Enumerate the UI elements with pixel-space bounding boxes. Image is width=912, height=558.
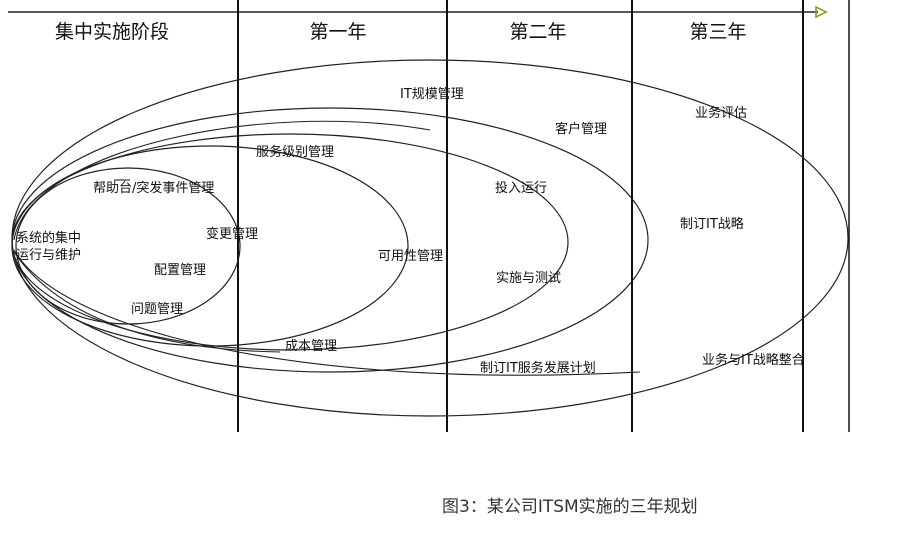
node-test: 实施与测试	[496, 271, 561, 286]
node-service-plan: 制订IT服务发展计划	[480, 360, 596, 376]
node-it-scale: IT规模管理	[400, 87, 464, 102]
phase-header-centralized: 集中实施阶段	[55, 21, 169, 43]
phase-header-year-3: 第三年	[689, 21, 746, 43]
node-problem: 问题管理	[131, 302, 183, 317]
node-helpdesk: 帮助台/突发事件管理	[93, 180, 214, 196]
phase-header-year-2: 第二年	[509, 21, 566, 43]
node-business-it-alignment: 业务与IT战略整合	[702, 352, 805, 368]
scope-ellipse-year1	[11, 145, 409, 347]
node-config: 配置管理	[154, 263, 206, 278]
timeline-arrow-icon	[815, 5, 828, 19]
node-business-evaluation: 业务评估	[695, 105, 747, 121]
figure-caption: 图3：某公司ITSM实施的三年规划	[442, 497, 698, 517]
arc-to-slm	[13, 120, 431, 241]
node-it-strategy: 制订IT战略	[680, 216, 744, 232]
node-change: 变更管理	[206, 226, 258, 242]
node-slm: 服务级别管理	[256, 144, 334, 160]
node-customer: 客户管理	[555, 121, 607, 137]
node-availability: 可用性管理	[378, 249, 443, 264]
phase-header-year-1: 第一年	[309, 21, 366, 43]
node-deploy: 投入运行	[495, 180, 547, 196]
arc-to-cost	[13, 251, 281, 353]
node-cost: 成本管理	[285, 339, 337, 354]
itsm-roadmap-diagram: 集中实施阶段 第一年 第二年 第三年 系统的集中 运行与维护 帮助台/突发事件管…	[8, 0, 850, 432]
node-core-line-2: 运行与维护	[16, 248, 81, 263]
arc-to-plan	[13, 249, 641, 376]
node-core-line-1: 系统的集中	[16, 230, 81, 246]
